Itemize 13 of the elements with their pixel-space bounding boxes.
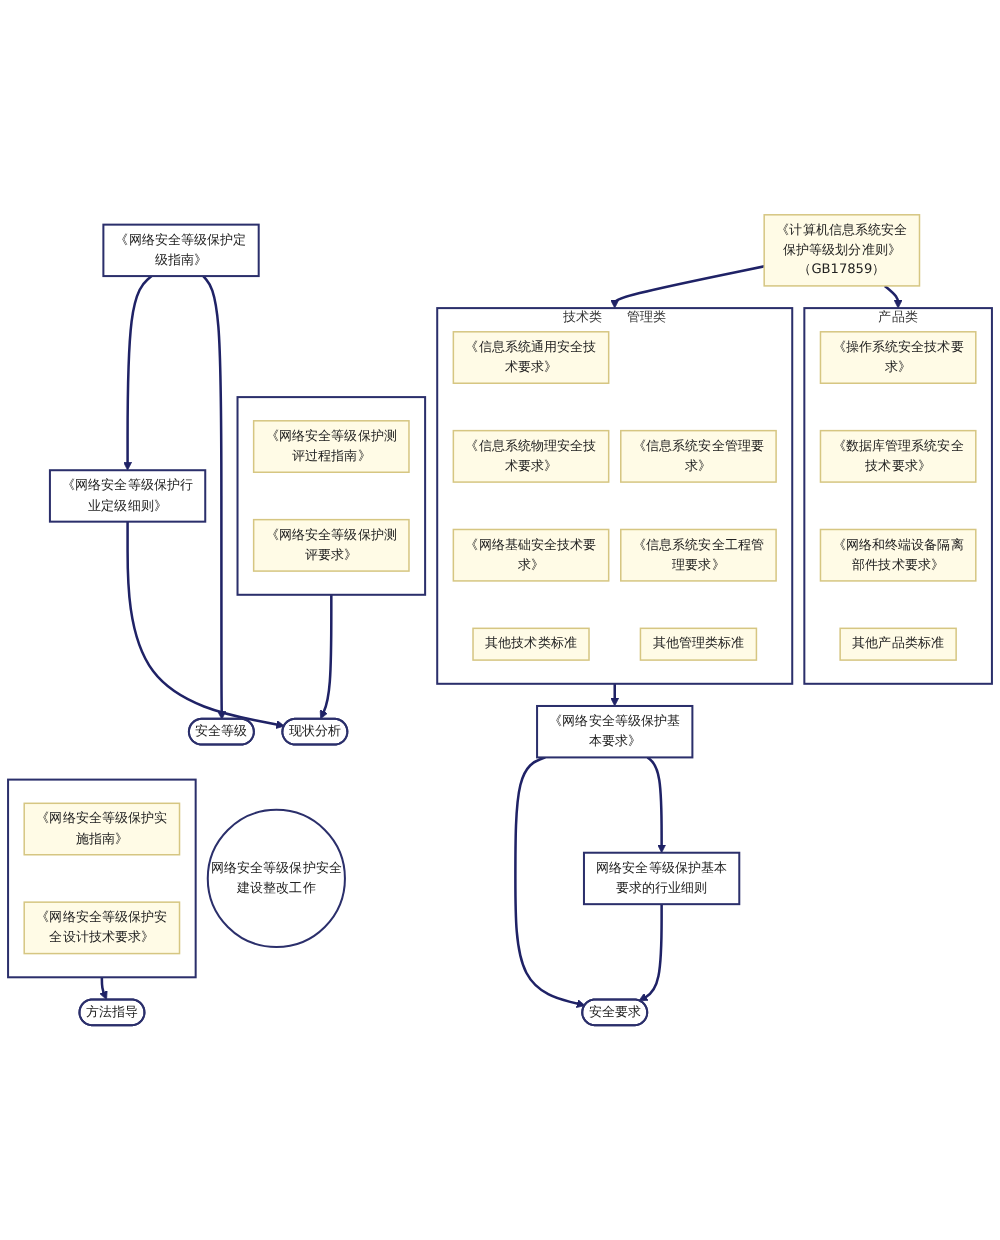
arrow (610, 265, 765, 309)
cluster (236, 396, 427, 596)
arrow (319, 594, 333, 720)
arrow (99, 977, 108, 1000)
arrow (202, 275, 227, 720)
cluster (7, 778, 197, 979)
arrow (610, 683, 620, 707)
arrow (883, 284, 903, 309)
arrow (123, 275, 153, 471)
arrow (514, 756, 586, 1008)
arrow (638, 904, 663, 1002)
arrow (126, 521, 285, 729)
arrow (646, 756, 667, 854)
